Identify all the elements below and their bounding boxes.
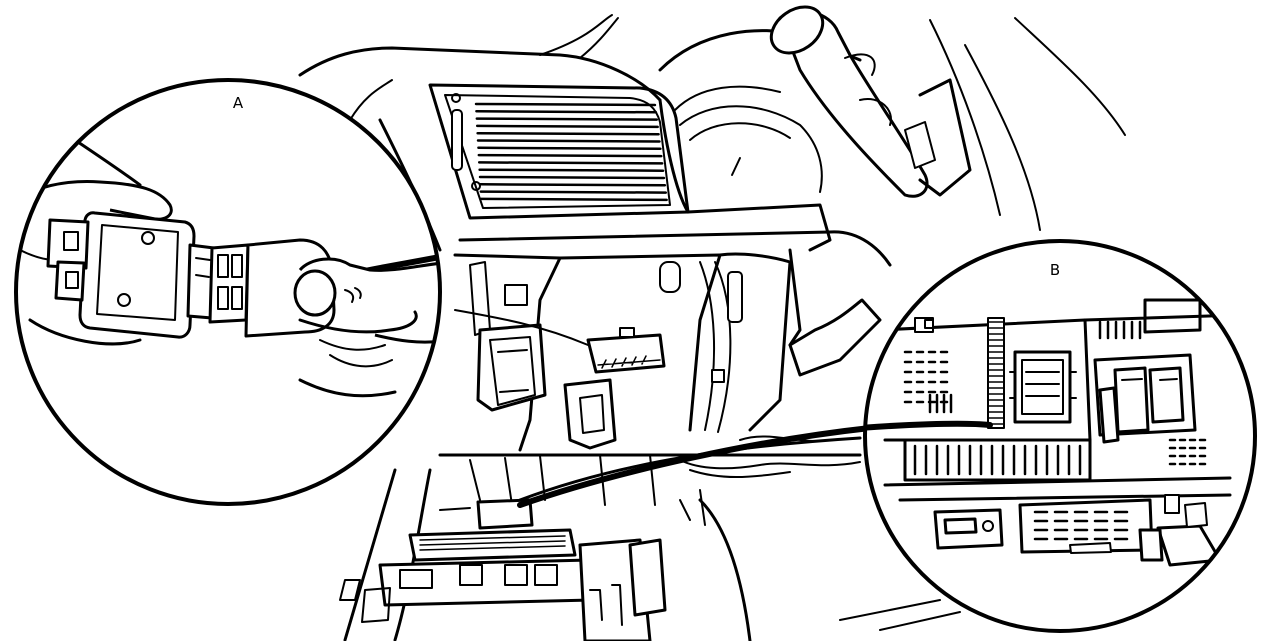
gauge-ring — [679, 105, 823, 193]
dashboard-top-edge — [298, 46, 662, 102]
callout-b-label: B — [1050, 261, 1060, 279]
dash-lower-edge — [458, 230, 832, 242]
dashboard-scene — [298, 5, 1126, 641]
panel-tab — [504, 284, 528, 306]
thumb-tip — [293, 269, 337, 317]
callout-b-leader — [517, 425, 873, 508]
panel-clip — [711, 369, 725, 383]
callout-a-label: A — [233, 94, 244, 112]
column-bracket — [788, 298, 882, 377]
air-vent — [428, 83, 690, 220]
panel-fastener — [659, 261, 681, 293]
upper-ribs — [928, 393, 953, 414]
grille-right — [1168, 438, 1207, 466]
connector-cluster — [1093, 353, 1197, 444]
callout-a: A — [14, 78, 442, 506]
grille-left — [903, 350, 949, 404]
windshield-edge — [539, 14, 613, 56]
vent-adjuster — [451, 109, 463, 171]
callout-b-cable — [865, 420, 993, 431]
bracket-tab — [563, 378, 617, 450]
turn-signal-stalk — [769, 5, 972, 198]
harness-wire — [454, 309, 589, 346]
release-slot — [727, 271, 743, 323]
diagnostic-connector-housing — [476, 323, 617, 450]
under-dash-panel — [453, 252, 792, 452]
steering-column-lower — [788, 248, 802, 347]
vent-roller-bottom — [471, 181, 481, 191]
a-pillar-curve — [1014, 17, 1126, 136]
obd-connector — [46, 211, 216, 339]
steering-column-cover-line-2 — [964, 44, 1041, 231]
windshield-edge-inner — [579, 17, 619, 59]
steering-column-cover-line — [929, 19, 1001, 216]
floor-lines — [839, 599, 961, 631]
wiring-harness-area — [339, 435, 961, 641]
right-hand — [293, 257, 440, 398]
vent-roller-top — [451, 93, 461, 103]
grille-lower — [1033, 510, 1129, 541]
callout-a-border — [14, 78, 442, 506]
connector-strip — [903, 438, 1092, 482]
callout-b: B — [863, 239, 1257, 633]
callout-b-border — [863, 239, 1257, 633]
gauge-needle — [731, 157, 741, 176]
dash-curve — [349, 79, 393, 121]
wire-module — [454, 309, 666, 374]
lower-connector — [933, 498, 1154, 554]
vertical-ribs — [1098, 320, 1142, 340]
relay-block — [1009, 350, 1077, 424]
